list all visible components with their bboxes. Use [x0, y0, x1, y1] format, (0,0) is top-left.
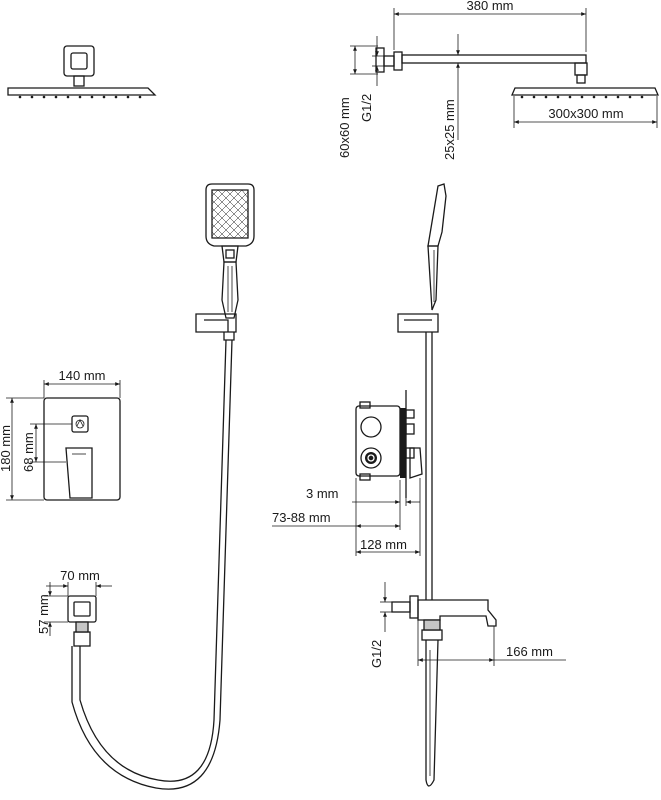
dim-flange-size: 60x60 mm — [337, 45, 378, 158]
tub-spout-side-view — [391, 595, 497, 641]
dim-plate-width: 140 mm — [43, 368, 121, 398]
concealed-mixer-body — [355, 390, 423, 498]
dim-plate-height: 180 mm — [0, 397, 44, 501]
mixer-trim-plate — [43, 397, 121, 501]
spray-face-hatch — [211, 189, 249, 239]
rain-shower-head-side-view — [7, 45, 157, 99]
nozzle-row-right — [520, 95, 644, 99]
hand-shower-side-view — [397, 183, 447, 333]
plate-height-label: 180 mm — [0, 425, 13, 472]
hand-shower-front-view — [195, 183, 255, 341]
flange-size-label: 60x60 mm — [337, 97, 352, 158]
spout-length-label: 166 mm — [506, 644, 553, 659]
dim-thread-bottom: G1/2 — [369, 582, 394, 668]
dim-wall-depth: 73-88 mm — [272, 478, 401, 530]
outlet-width-label: 70 mm — [60, 568, 100, 583]
arm-section-label: 25x25 mm — [442, 99, 457, 160]
dim-thread-top: G1/2 — [359, 36, 386, 122]
outlet-height-label: 57 mm — [36, 594, 51, 634]
dim-outlet-height: 57 mm — [36, 582, 68, 636]
dim-arm-length: 380 mm — [393, 0, 587, 52]
wall-depth-label: 73-88 mm — [272, 510, 331, 525]
dim-head-size: 300x300 mm — [513, 96, 658, 128]
hose-side-view — [425, 639, 439, 787]
wall-outlet — [67, 595, 97, 647]
thread-top-label: G1/2 — [359, 94, 374, 122]
shower-arm-assembly — [375, 47, 659, 99]
nozzle-row — [18, 95, 142, 99]
slide-rail — [425, 332, 433, 600]
dim-cover-gap: 3 mm — [306, 480, 420, 506]
head-size-label: 300x300 mm — [548, 106, 623, 121]
dim-arm-section: 25x25 mm — [442, 34, 460, 160]
dim-spout-length: 166 mm — [417, 620, 566, 666]
plate-width-label: 140 mm — [59, 368, 106, 383]
thread-bottom-label: G1/2 — [369, 640, 384, 668]
dim-handle-offset: 68 mm — [21, 423, 72, 472]
dim-body-depth: 128 mm — [355, 478, 421, 556]
body-depth-label: 128 mm — [360, 537, 407, 552]
shower-hose — [71, 339, 233, 790]
handle-offset-label: 68 mm — [21, 432, 36, 472]
dim-outlet-width: 70 mm — [46, 568, 112, 596]
arm-length-label: 380 mm — [467, 0, 514, 13]
cover-gap-label: 3 mm — [306, 486, 339, 501]
